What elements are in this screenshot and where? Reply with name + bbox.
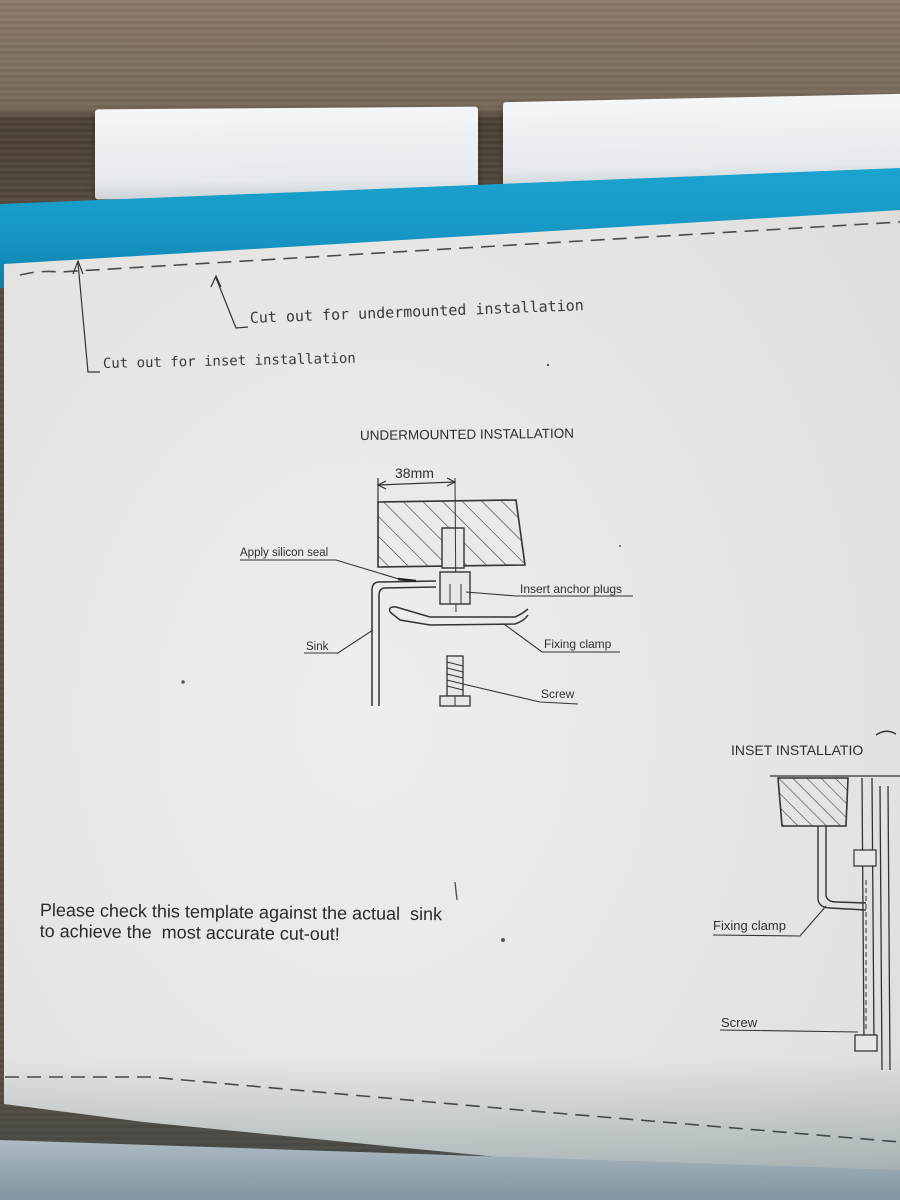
leader-sink	[304, 629, 374, 654]
inset-clamp-shape	[817, 826, 867, 911]
inset-cut-label: Cut out for inset installation	[103, 351, 356, 372]
inset-label-fixing-clamp: Fixing clamp	[713, 918, 786, 933]
inset-worktop	[770, 775, 900, 827]
screw-shape	[439, 655, 471, 707]
inset-screw-shape	[854, 880, 878, 1052]
inset-leader-screw	[719, 1029, 859, 1033]
undermounted-cut-label: Cut out for undermounted installation	[249, 296, 584, 327]
leader-anchor	[465, 591, 633, 597]
inset-sink-wall	[853, 777, 891, 1071]
label-sink: Sink	[306, 641, 329, 653]
leader-clamp	[503, 623, 620, 653]
cut-line-bottom	[5, 1076, 900, 1143]
stray-marks	[181, 363, 621, 942]
label-silicon-seal: Apply silicon seal	[240, 547, 328, 559]
inset-leader-clamp	[712, 905, 827, 937]
inset-title-arc	[875, 730, 897, 736]
inset-cut-leader	[72, 259, 100, 373]
dimension-38mm: 38mm	[376, 465, 457, 505]
leader-silicon	[240, 559, 403, 581]
undermounted-cut-leader	[210, 274, 249, 329]
anchor-plug	[439, 571, 471, 605]
inset-label-screw: Screw	[721, 1015, 758, 1030]
label-screw: Screw	[541, 687, 575, 701]
undermounted-title: UNDERMOUNTED INSTALLATION	[360, 426, 574, 443]
label-anchor-plugs: Insert anchor plugs	[520, 582, 622, 596]
sink-wall	[371, 580, 437, 706]
label-fixing-clamp: Fixing clamp	[544, 637, 612, 651]
inset-title: INSET INSTALLATIO	[731, 742, 863, 758]
fixing-clamp-shape	[388, 606, 529, 626]
template-check-note: Please check this template against the a…	[40, 900, 510, 947]
dimension-label: 38mm	[395, 465, 434, 481]
cut-line-top	[19, 221, 900, 276]
leader-screw	[462, 683, 579, 705]
worktop-section	[377, 499, 526, 569]
